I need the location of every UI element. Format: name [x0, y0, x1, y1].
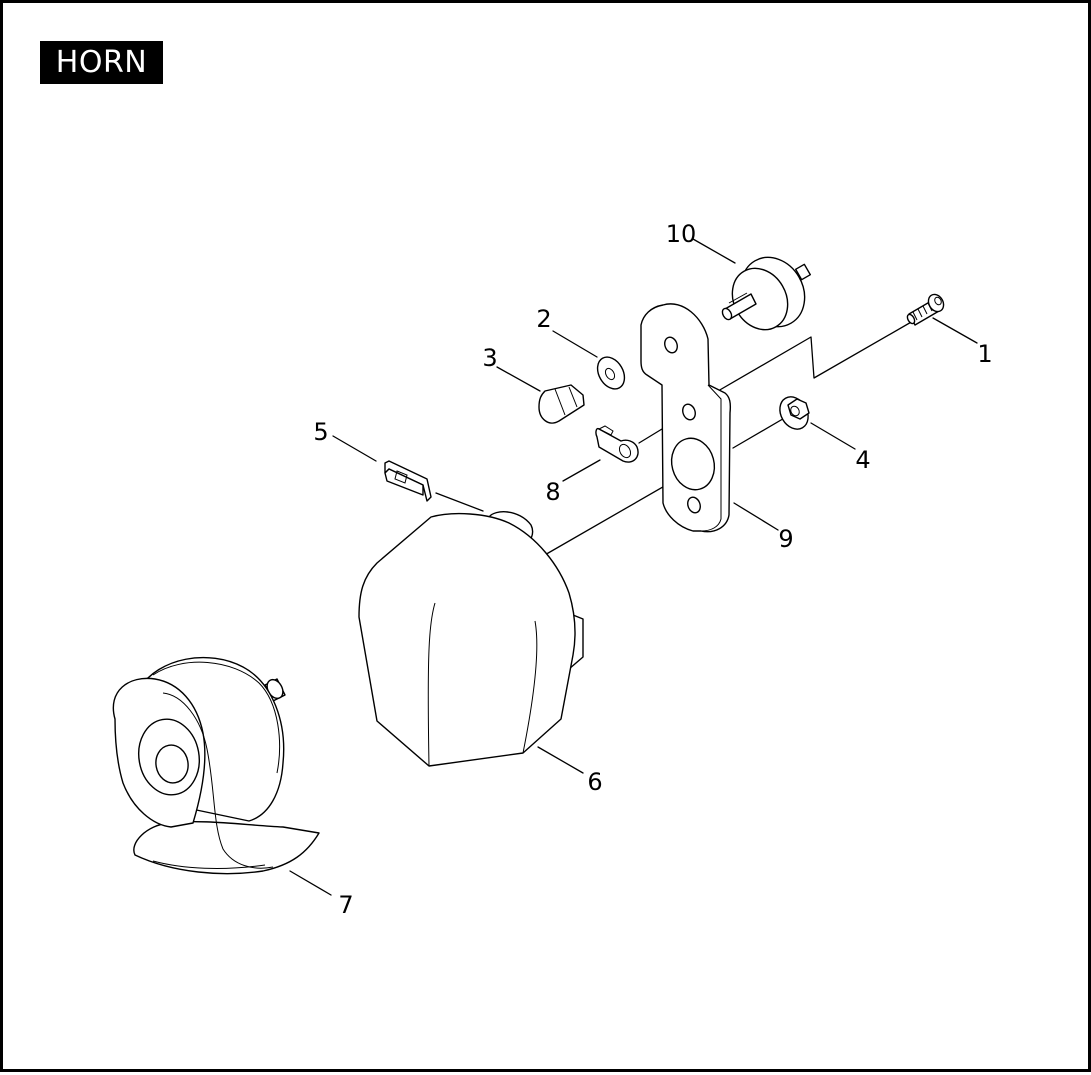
screw-icon: [906, 293, 945, 326]
p-clamp-icon: [595, 425, 639, 463]
callout-1: 1: [977, 340, 992, 368]
callout-10: 10: [666, 220, 697, 248]
horn-icon: [112, 656, 320, 875]
callout-5: 5: [313, 418, 328, 446]
callout-8: 8: [545, 478, 560, 506]
callout-2: 2: [536, 305, 551, 333]
acorn-nut-icon: [538, 384, 585, 424]
exploded-parts-diagram: 1 2 3 4 5 6 7 8 9 10: [112, 220, 993, 919]
washer-icon: [596, 356, 626, 390]
diagram-title: HORN: [40, 41, 163, 84]
horn-cover-icon: [358, 511, 584, 767]
rubber-mount-icon: [721, 256, 812, 331]
callout-6: 6: [587, 768, 602, 796]
clip-icon: [384, 460, 432, 502]
callout-4: 4: [855, 446, 870, 474]
callout-7: 7: [338, 891, 353, 919]
callout-3: 3: [482, 344, 497, 372]
bracket-icon: [640, 303, 732, 533]
callout-labels: 1 2 3 4 5 6 7 8 9 10: [313, 220, 992, 919]
flange-nut-icon: [779, 396, 810, 430]
leader-lines: [289, 238, 978, 896]
callout-9: 9: [778, 525, 793, 553]
